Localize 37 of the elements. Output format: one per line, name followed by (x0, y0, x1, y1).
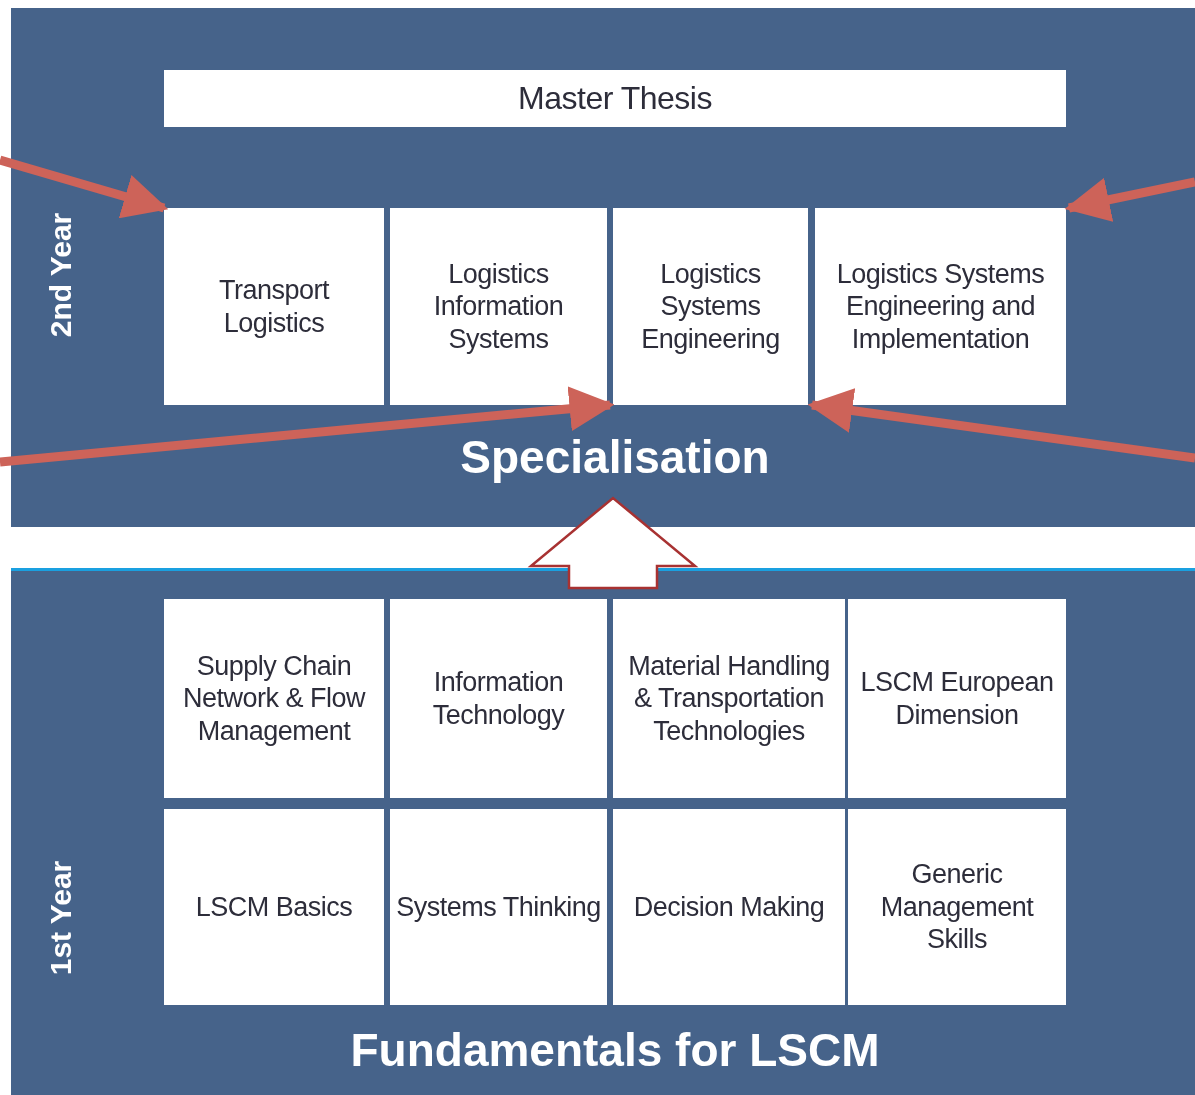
module-box (848, 599, 1066, 798)
module-box (613, 599, 845, 798)
year-label: 1st Year (44, 860, 78, 976)
module-name: Material Handling & Transportation Technologies (627, 649, 831, 748)
panel-heading: Fundamentals for LSCM (350, 1023, 880, 1077)
module-name: Transport Logistics (217, 274, 331, 339)
module-name: Supply Chain Network & Flow Management (181, 649, 367, 748)
module-box (613, 809, 845, 1005)
module-box (613, 208, 808, 405)
module-name: LSCM European Dimension (859, 666, 1055, 731)
block-arrow (527, 496, 699, 590)
year-panel (11, 8, 1195, 527)
arrow (0, 155, 169, 219)
module-name: Systems Thinking (396, 890, 601, 924)
module-name: Information Technology (431, 666, 566, 731)
year-panel (11, 568, 1195, 1095)
thesis-label: Master Thesis (518, 79, 712, 118)
module-name: Logistics Systems Engineering and Implementation (835, 257, 1046, 356)
module-box (390, 208, 607, 405)
module-box (390, 599, 607, 798)
module-box (164, 208, 384, 405)
module-name: Generic Management Skills (879, 858, 1035, 956)
arrow (807, 388, 1195, 463)
arrow (1064, 177, 1195, 222)
module-name: Logistics Systems Engineering (640, 257, 781, 356)
module-name: Logistics Information Systems (432, 257, 565, 356)
module-box (848, 809, 1066, 1005)
module-name: Decision Making (633, 890, 825, 924)
thesis-box (164, 70, 1066, 127)
module-box (164, 809, 384, 1005)
module-box (815, 208, 1066, 405)
module-box (164, 599, 384, 798)
panel-heading: Specialisation (460, 430, 770, 484)
module-name: LSCM Basics (195, 890, 353, 924)
module-box (390, 809, 607, 1005)
year-label: 2nd Year (44, 212, 78, 338)
arrow (0, 386, 615, 467)
